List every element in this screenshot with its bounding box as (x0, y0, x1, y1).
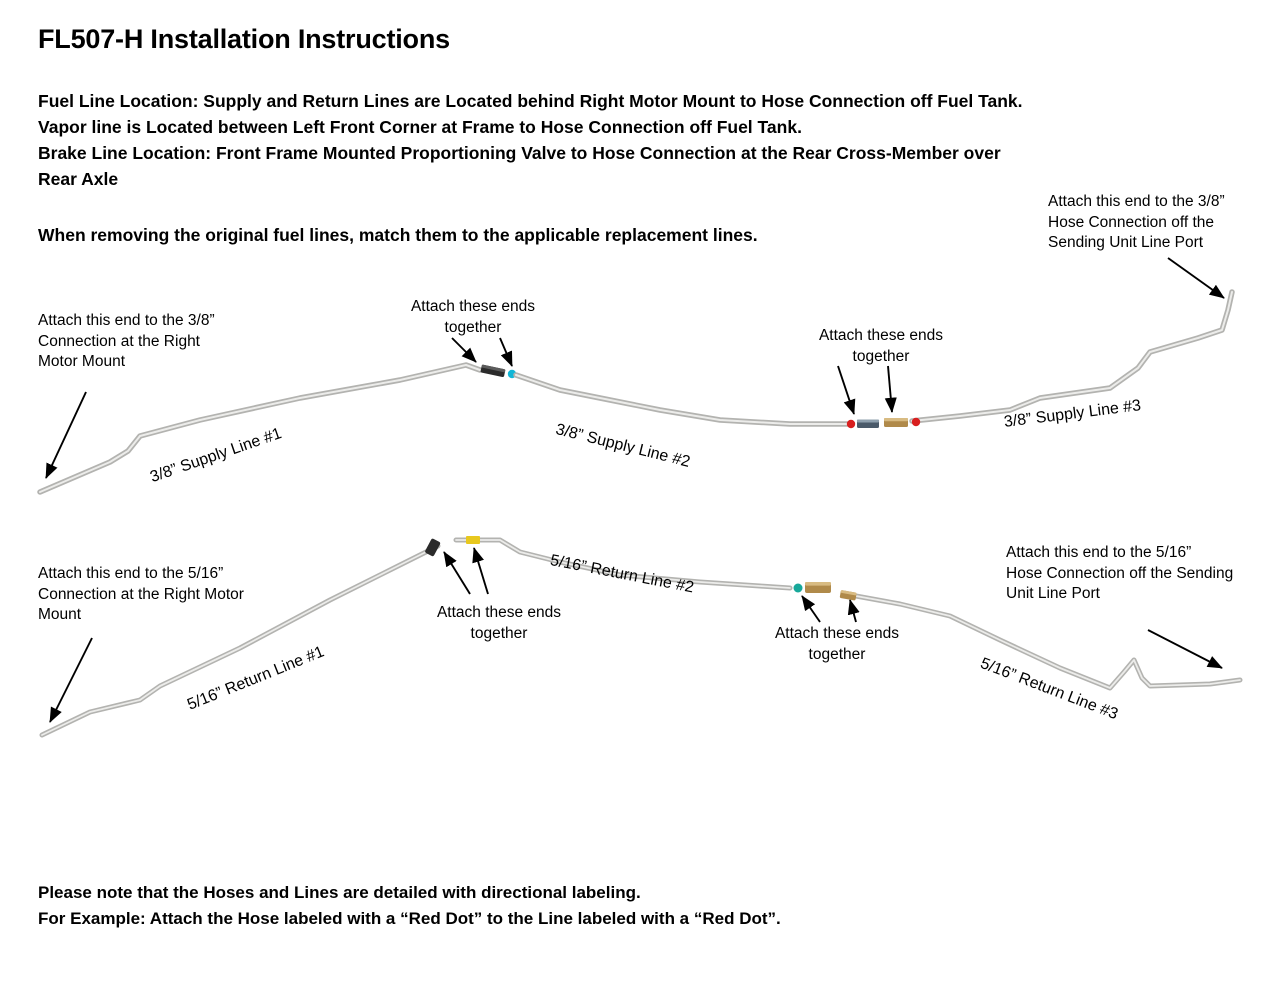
callout-return-joint-2-line-2: together (808, 645, 866, 663)
callout-supply-joint-1-line-1: Attach these ends (410, 298, 536, 315)
supply-line-2-pipe (513, 372, 853, 427)
pipe-label-return-1: 5/16” Return Line #1 (185, 643, 327, 714)
footer-note: Please note that the Hoses and Lines are… (38, 880, 781, 932)
callout-supply-left-line-3: Motor Mount (38, 353, 126, 370)
pipe-label-return-2: 5/16” Return Line #2 (548, 552, 696, 597)
callout-supply-joint-2-line-2: together (852, 347, 910, 365)
arrow-return-joint-2a (801, 595, 821, 623)
callout-supply-right-line-3: Sending Unit Line Port (1048, 234, 1204, 251)
arrow-return-right (1147, 629, 1223, 669)
arrow-supply-left (45, 391, 87, 479)
callout-supply-joint-1: Attach these ends together (398, 297, 548, 338)
page-title: FL507-H Installation Instructions (38, 24, 450, 54)
supply-line-3-pipe (909, 289, 1235, 424)
return-3-end-fitting (839, 590, 857, 601)
callout-supply-left-line-2: Connection at the Right (38, 332, 200, 350)
footer-note-line-2: For Example: Attach the Hose labeled wit… (38, 909, 781, 928)
arrow-return-joint-2b (847, 599, 860, 623)
callout-supply-joint-2: Attach these ends together (806, 326, 956, 367)
callout-return-joint-2: Attach these ends together (762, 624, 912, 665)
callout-return-left-line-1: Attach this end to the 5/16” (38, 565, 224, 582)
intro-paragraph: Fuel Line Location: Supply and Return Li… (38, 88, 1198, 192)
arrow-return-joint-1a (443, 551, 471, 595)
callout-supply-right-line-1: Attach this end to the 3/8” (1048, 193, 1225, 210)
callout-return-joint-1-line-1: Attach these ends (436, 604, 562, 621)
arrow-return-joint-1b (472, 547, 489, 595)
callout-return-left-line-2: Connection at the Right Motor (38, 585, 244, 603)
leader-arrows (45, 257, 1225, 723)
arrow-supply-joint-2b (884, 365, 897, 413)
arrow-supply-joint-1a (451, 337, 477, 363)
callout-return-right-line-2: Hose Connection off the Sending (1006, 564, 1234, 582)
callout-return-left: Attach this end to the 5/16” Connection … (38, 564, 244, 626)
callout-return-right-line-3: Unit Line Port (1006, 585, 1100, 602)
return-2-yellow-band (466, 536, 480, 544)
callout-return-joint-2-line-1: Attach these ends (774, 625, 900, 642)
callout-return-right: Attach this end to the 5/16” Hose Connec… (1006, 543, 1233, 605)
callout-supply-left-line-1: Attach this end to the 3/8” (38, 312, 215, 329)
arrow-supply-joint-2a (837, 365, 856, 415)
return-line-3-pipe (853, 593, 1243, 691)
supply-1-end-fitting (480, 364, 517, 379)
return-2-end-fitting (793, 582, 831, 593)
supply-2-end-fitting (846, 419, 879, 429)
footer-note-line-1: Please note that the Hoses and Lines are… (38, 883, 641, 902)
callout-return-left-line-3: Mount (38, 606, 82, 623)
callout-supply-right: Attach this end to the 3/8” Hose Connect… (1048, 192, 1225, 254)
callout-supply-right-line-2: Hose Connection off the (1048, 213, 1215, 231)
return-1-end-fitting (425, 538, 441, 557)
intro-line-2: Vapor line is Located between Left Front… (38, 117, 802, 137)
pipe-label-supply-2: 3/8” Supply Line #2 (553, 421, 692, 471)
supply-3-end-fitting (884, 417, 921, 427)
supply-line-1-pipe (37, 362, 483, 495)
pipe-label-supply-1: 3/8” Supply Line #1 (148, 425, 284, 487)
callout-return-right-line-1: Attach this end to the 5/16” (1006, 544, 1192, 561)
pipe-label-return-3: 5/16” Return Line #3 (977, 655, 1121, 724)
intro-line-1: Fuel Line Location: Supply and Return Li… (38, 91, 1023, 111)
arrow-supply-right (1167, 257, 1225, 299)
callout-return-joint-1: Attach these ends together (424, 603, 574, 644)
callout-supply-left: Attach this end to the 3/8” Connection a… (38, 311, 215, 373)
arrow-supply-joint-1b (499, 337, 513, 367)
intro-line-3: Brake Line Location: Front Frame Mounted… (38, 143, 1001, 163)
match-lines-instruction: When removing the original fuel lines, m… (38, 225, 758, 245)
callout-return-joint-1-line-2: together (470, 624, 528, 642)
intro-line-4: Rear Axle (38, 169, 119, 189)
pipe-label-supply-3: 3/8” Supply Line #3 (1003, 397, 1142, 431)
callout-supply-joint-2-line-1: Attach these ends (818, 327, 944, 344)
callout-supply-joint-1-line-2: together (444, 318, 502, 336)
arrow-return-left (49, 637, 93, 723)
